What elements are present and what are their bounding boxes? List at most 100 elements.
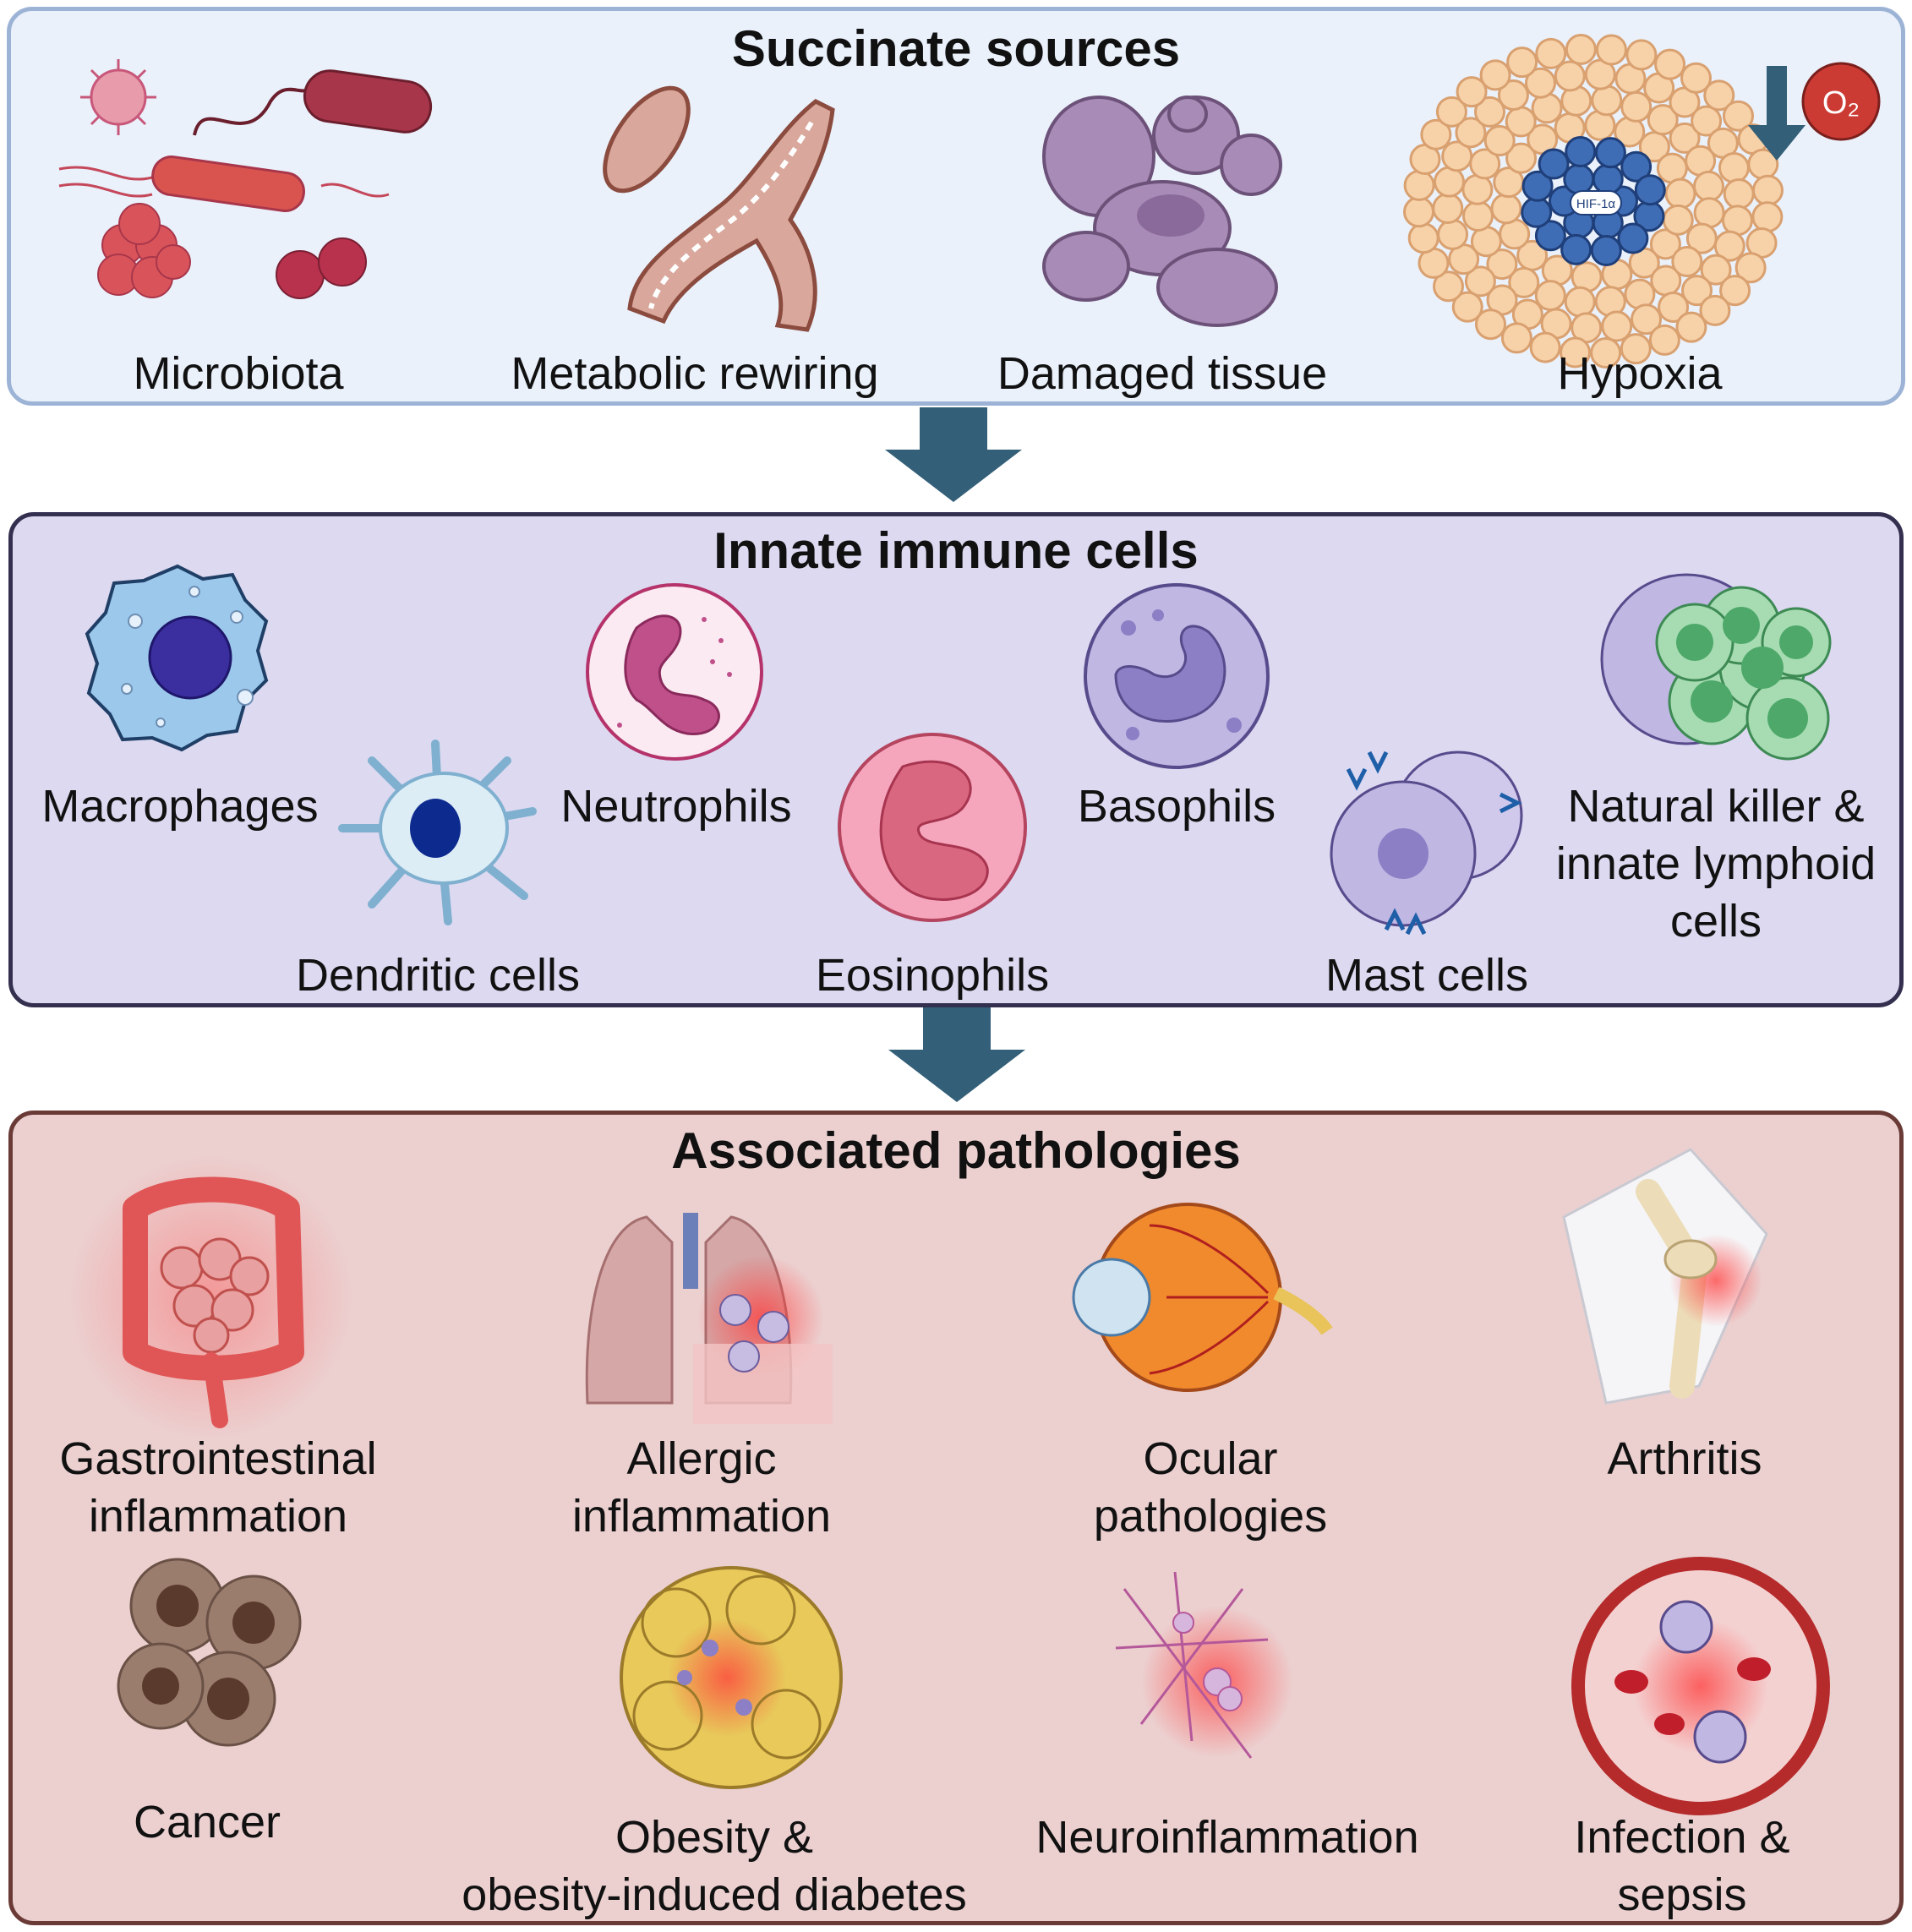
hypoxic-cell — [1521, 170, 1554, 202]
mast-cell-icon — [1330, 750, 1523, 936]
tissue-cell — [1464, 265, 1496, 297]
nk-ilc-cells-icon — [1600, 573, 1832, 761]
hypoxic-cell — [1620, 150, 1653, 183]
tissue-cell — [1631, 303, 1663, 336]
label-mast-cells: Mast cells — [1325, 950, 1529, 1001]
label-gi-inflammation: Gastrointestinal inflammation — [59, 1430, 376, 1545]
tissue-cell — [1560, 336, 1592, 368]
adipose-tissue-icon — [620, 1566, 843, 1789]
tissue-cell — [1435, 96, 1467, 128]
hypoxic-cell — [1590, 235, 1622, 267]
tissue-cell — [1625, 39, 1658, 71]
tissue-cell — [1680, 62, 1713, 94]
label-hypoxia: Hypoxia — [1557, 348, 1723, 399]
lungs-icon — [585, 1213, 833, 1424]
label-allergic-line-1: Allergic — [626, 1433, 777, 1484]
mitochondria-illustration — [603, 85, 835, 332]
tissue-cell — [1420, 118, 1452, 150]
label-infection-sepsis: Infection & sepsis — [1574, 1809, 1789, 1924]
label-gi-line-2: inflammation — [88, 1491, 348, 1542]
label-allergic-line-2: inflammation — [571, 1491, 832, 1542]
hypoxic-cell — [1565, 135, 1597, 167]
sources-title: Succinate sources — [731, 20, 1181, 77]
tissue-cell — [1700, 254, 1732, 286]
tissue-cell — [1505, 142, 1538, 174]
tissue-cell — [1601, 310, 1633, 342]
label-macrophages: Macrophages — [41, 781, 319, 832]
label-damaged-tissue: Damaged tissue — [997, 348, 1328, 399]
tissue-cell — [1474, 96, 1506, 128]
tissue-cell — [1441, 140, 1473, 172]
pathologies-title: Associated pathologies — [671, 1122, 1241, 1179]
tissue-cell — [1647, 104, 1679, 136]
label-nk-line-1: Natural killer & — [1567, 781, 1865, 832]
virus-icon — [90, 68, 147, 126]
tissue-cell — [1529, 331, 1561, 363]
tissue-cell — [1595, 34, 1627, 66]
label-neutrophils: Neutrophils — [560, 781, 792, 832]
label-dendritic-cells: Dendritic cells — [295, 950, 581, 1001]
tissue-cell — [1699, 294, 1731, 326]
label-ocular-pathologies: Ocular pathologies — [1094, 1430, 1327, 1545]
label-infection-line-2: sepsis — [1617, 1869, 1747, 1920]
tissue-cell — [1433, 270, 1465, 303]
tissue-cell — [1654, 48, 1686, 80]
tissue-cell — [1479, 59, 1511, 91]
microbiota-illustration — [58, 59, 433, 299]
tissue-cell — [1719, 275, 1751, 307]
tissue-cell — [1500, 322, 1532, 354]
macrophage-icon — [85, 564, 269, 752]
down-arrow-icon — [1748, 66, 1805, 161]
knee-joint-icon — [1562, 1148, 1768, 1405]
eosinophil-icon — [838, 733, 1027, 922]
tissue-cell — [1671, 245, 1703, 277]
diplococcus-icon — [276, 237, 367, 299]
dendritic-cell-icon — [338, 740, 537, 925]
label-allergic-inflammation: Allergic inflammation — [572, 1430, 831, 1545]
tissue-cell — [1675, 311, 1707, 343]
label-ocular-line-2: pathologies — [1093, 1491, 1328, 1542]
tissue-cell — [1658, 291, 1690, 323]
bacillus-icon — [303, 69, 433, 134]
tissue-cell — [1691, 105, 1723, 137]
hypoxia-illustration: HIF-1α O₂ — [1403, 33, 1881, 369]
neutrophil-icon — [586, 583, 763, 761]
hypoxic-cell — [1538, 148, 1570, 180]
flow-arrow-1 — [885, 407, 1022, 502]
tissue-cell — [1620, 333, 1652, 365]
label-obesity: Obesity & obesity-induced diabetes — [462, 1809, 966, 1924]
eye-icon — [1072, 1203, 1333, 1392]
label-metabolic-rewiring: Metabolic rewiring — [511, 348, 879, 399]
tissue-cell — [1506, 46, 1538, 79]
hypoxic-cell — [1617, 222, 1649, 254]
label-nk-line-3: cells — [1669, 896, 1762, 947]
tissue-cell — [1474, 308, 1506, 341]
basophil-icon — [1084, 583, 1270, 769]
label-eosinophils: Eosinophils — [815, 950, 1050, 1001]
hypoxic-cell — [1534, 220, 1566, 252]
tissue-cell — [1669, 122, 1701, 154]
tissue-cell — [1648, 324, 1680, 356]
tissue-cell — [1486, 248, 1518, 281]
cells-title: Innate immune cells — [713, 522, 1199, 579]
tissue-cell — [1649, 228, 1681, 260]
tissue-cell — [1497, 79, 1529, 112]
tissue-cell — [1524, 67, 1556, 99]
hypoxic-cell — [1560, 233, 1592, 265]
tissue-cell — [1565, 33, 1597, 65]
tissue-cell — [1508, 266, 1540, 298]
label-infection-line-1: Infection & — [1574, 1812, 1790, 1863]
tissue-cell — [1680, 275, 1713, 307]
cancer-cells-icon — [117, 1558, 302, 1747]
tissue-cell — [1483, 125, 1516, 157]
intestine-icon — [68, 1154, 355, 1441]
label-basophils: Basophils — [1077, 781, 1276, 832]
hypoxic-cell — [1634, 174, 1666, 206]
tissue-cell — [1456, 76, 1488, 108]
label-ocular-line-1: Ocular — [1143, 1433, 1278, 1484]
label-obesity-line-2: obesity-induced diabetes — [462, 1869, 967, 1920]
tissue-cell — [1734, 252, 1767, 284]
o2-label: O₂ — [1822, 85, 1860, 121]
tissue-cell — [1703, 79, 1735, 112]
